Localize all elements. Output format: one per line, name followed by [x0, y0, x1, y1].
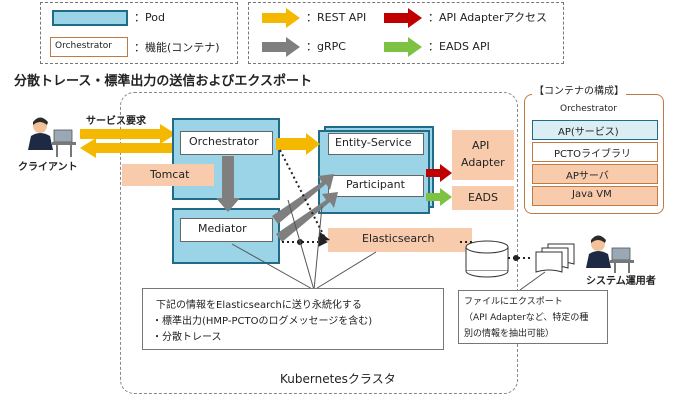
persistence-note-line-2: ・標準出力(HMP-PCTOのログメッセージを含む): [152, 316, 373, 327]
service-request-label: サービス要求: [86, 116, 146, 127]
tomcat-label: Tomcat: [150, 168, 190, 181]
layer-ap-server: [532, 164, 658, 184]
api-adapter-label-1: API: [472, 139, 490, 152]
participant-label: Participant: [346, 178, 405, 191]
entity-service-box: [328, 133, 424, 155]
operator-label: システム運用者: [586, 276, 656, 287]
service-response-arrow: [80, 138, 176, 158]
legend-function-swatch: [50, 37, 128, 57]
eads-label: EADS: [468, 191, 498, 204]
orchestrator-label: Orchestrator: [189, 135, 259, 148]
kubernetes-cluster: [120, 92, 518, 394]
legend-rest-api-arrow: [262, 8, 300, 28]
layer-ap-service-label: AP(サービス): [558, 127, 619, 138]
container-composition-title: 【コンテナの構成】: [532, 82, 626, 97]
legend-api-adapter-access-label: ：API Adapterアクセス: [428, 11, 547, 24]
orchestrator-box: [180, 131, 273, 155]
persistence-note-line-1: 下記の情報をElasticsearchに送り永続化する: [156, 300, 362, 311]
tomcat-box: [122, 164, 214, 186]
legend-orchestrator-sample: Orchestrator: [55, 41, 112, 51]
layer-java-vm-label: Java VM: [572, 189, 612, 200]
legend-pod-swatch: [52, 10, 128, 26]
legend-panel-right: [248, 2, 564, 64]
legend-grpc-arrow: [262, 37, 300, 57]
legend-eads-api-label: ：EADS API: [428, 40, 490, 53]
layer-pcto-library-label: PCTOライブラリ: [554, 149, 631, 160]
export-note-line-3: 別の情報を抽出可能）: [464, 329, 555, 339]
eads-box: [452, 186, 514, 210]
elasticsearch-box: [328, 228, 472, 252]
mediator-box: [180, 218, 273, 242]
legend-panel-left: [40, 2, 238, 64]
cluster-label: Kubernetesクラスタ: [280, 372, 396, 386]
operator-person-icon: [586, 235, 634, 273]
export-note-box: [458, 290, 608, 344]
service-request-arrow: [80, 124, 176, 144]
api-adapter-label-2: Adapter: [461, 156, 505, 169]
api-adapter-box: [452, 130, 514, 180]
layer-ap-service: [532, 120, 658, 140]
legend-grpc-label: ：gRPC: [306, 40, 346, 53]
container-composition-header: Orchestrator: [560, 104, 617, 114]
layer-pcto-library: [532, 142, 658, 162]
persistence-note-box: [142, 288, 444, 350]
entity-service-label: Entity-Service: [335, 136, 412, 149]
layer-ap-server-label: APサーバ: [566, 171, 609, 182]
legend-api-adapter-arrow: [384, 8, 422, 28]
diagram-title: 分散トレース・標準出力の送信およびエクスポート: [14, 74, 312, 89]
export-note-line-1: ファイルにエクスポート: [464, 297, 563, 307]
client-person-icon: [28, 117, 76, 157]
legend-function-label: ：機能(コンテナ): [134, 41, 220, 54]
client-label: クライアント: [18, 162, 78, 173]
legend-rest-api-label: ：REST API: [306, 11, 367, 24]
mediator-label: Mediator: [198, 222, 247, 235]
persistence-note-line-3: ・分散トレース: [152, 332, 222, 343]
export-note-line-2: （API Adapterなど、特定の種: [464, 313, 589, 323]
legend-pod-label: ：Pod: [134, 11, 165, 24]
elasticsearch-label: Elasticsearch: [362, 232, 435, 245]
legend-eads-api-arrow: [384, 37, 422, 57]
layer-java-vm: [532, 186, 658, 206]
